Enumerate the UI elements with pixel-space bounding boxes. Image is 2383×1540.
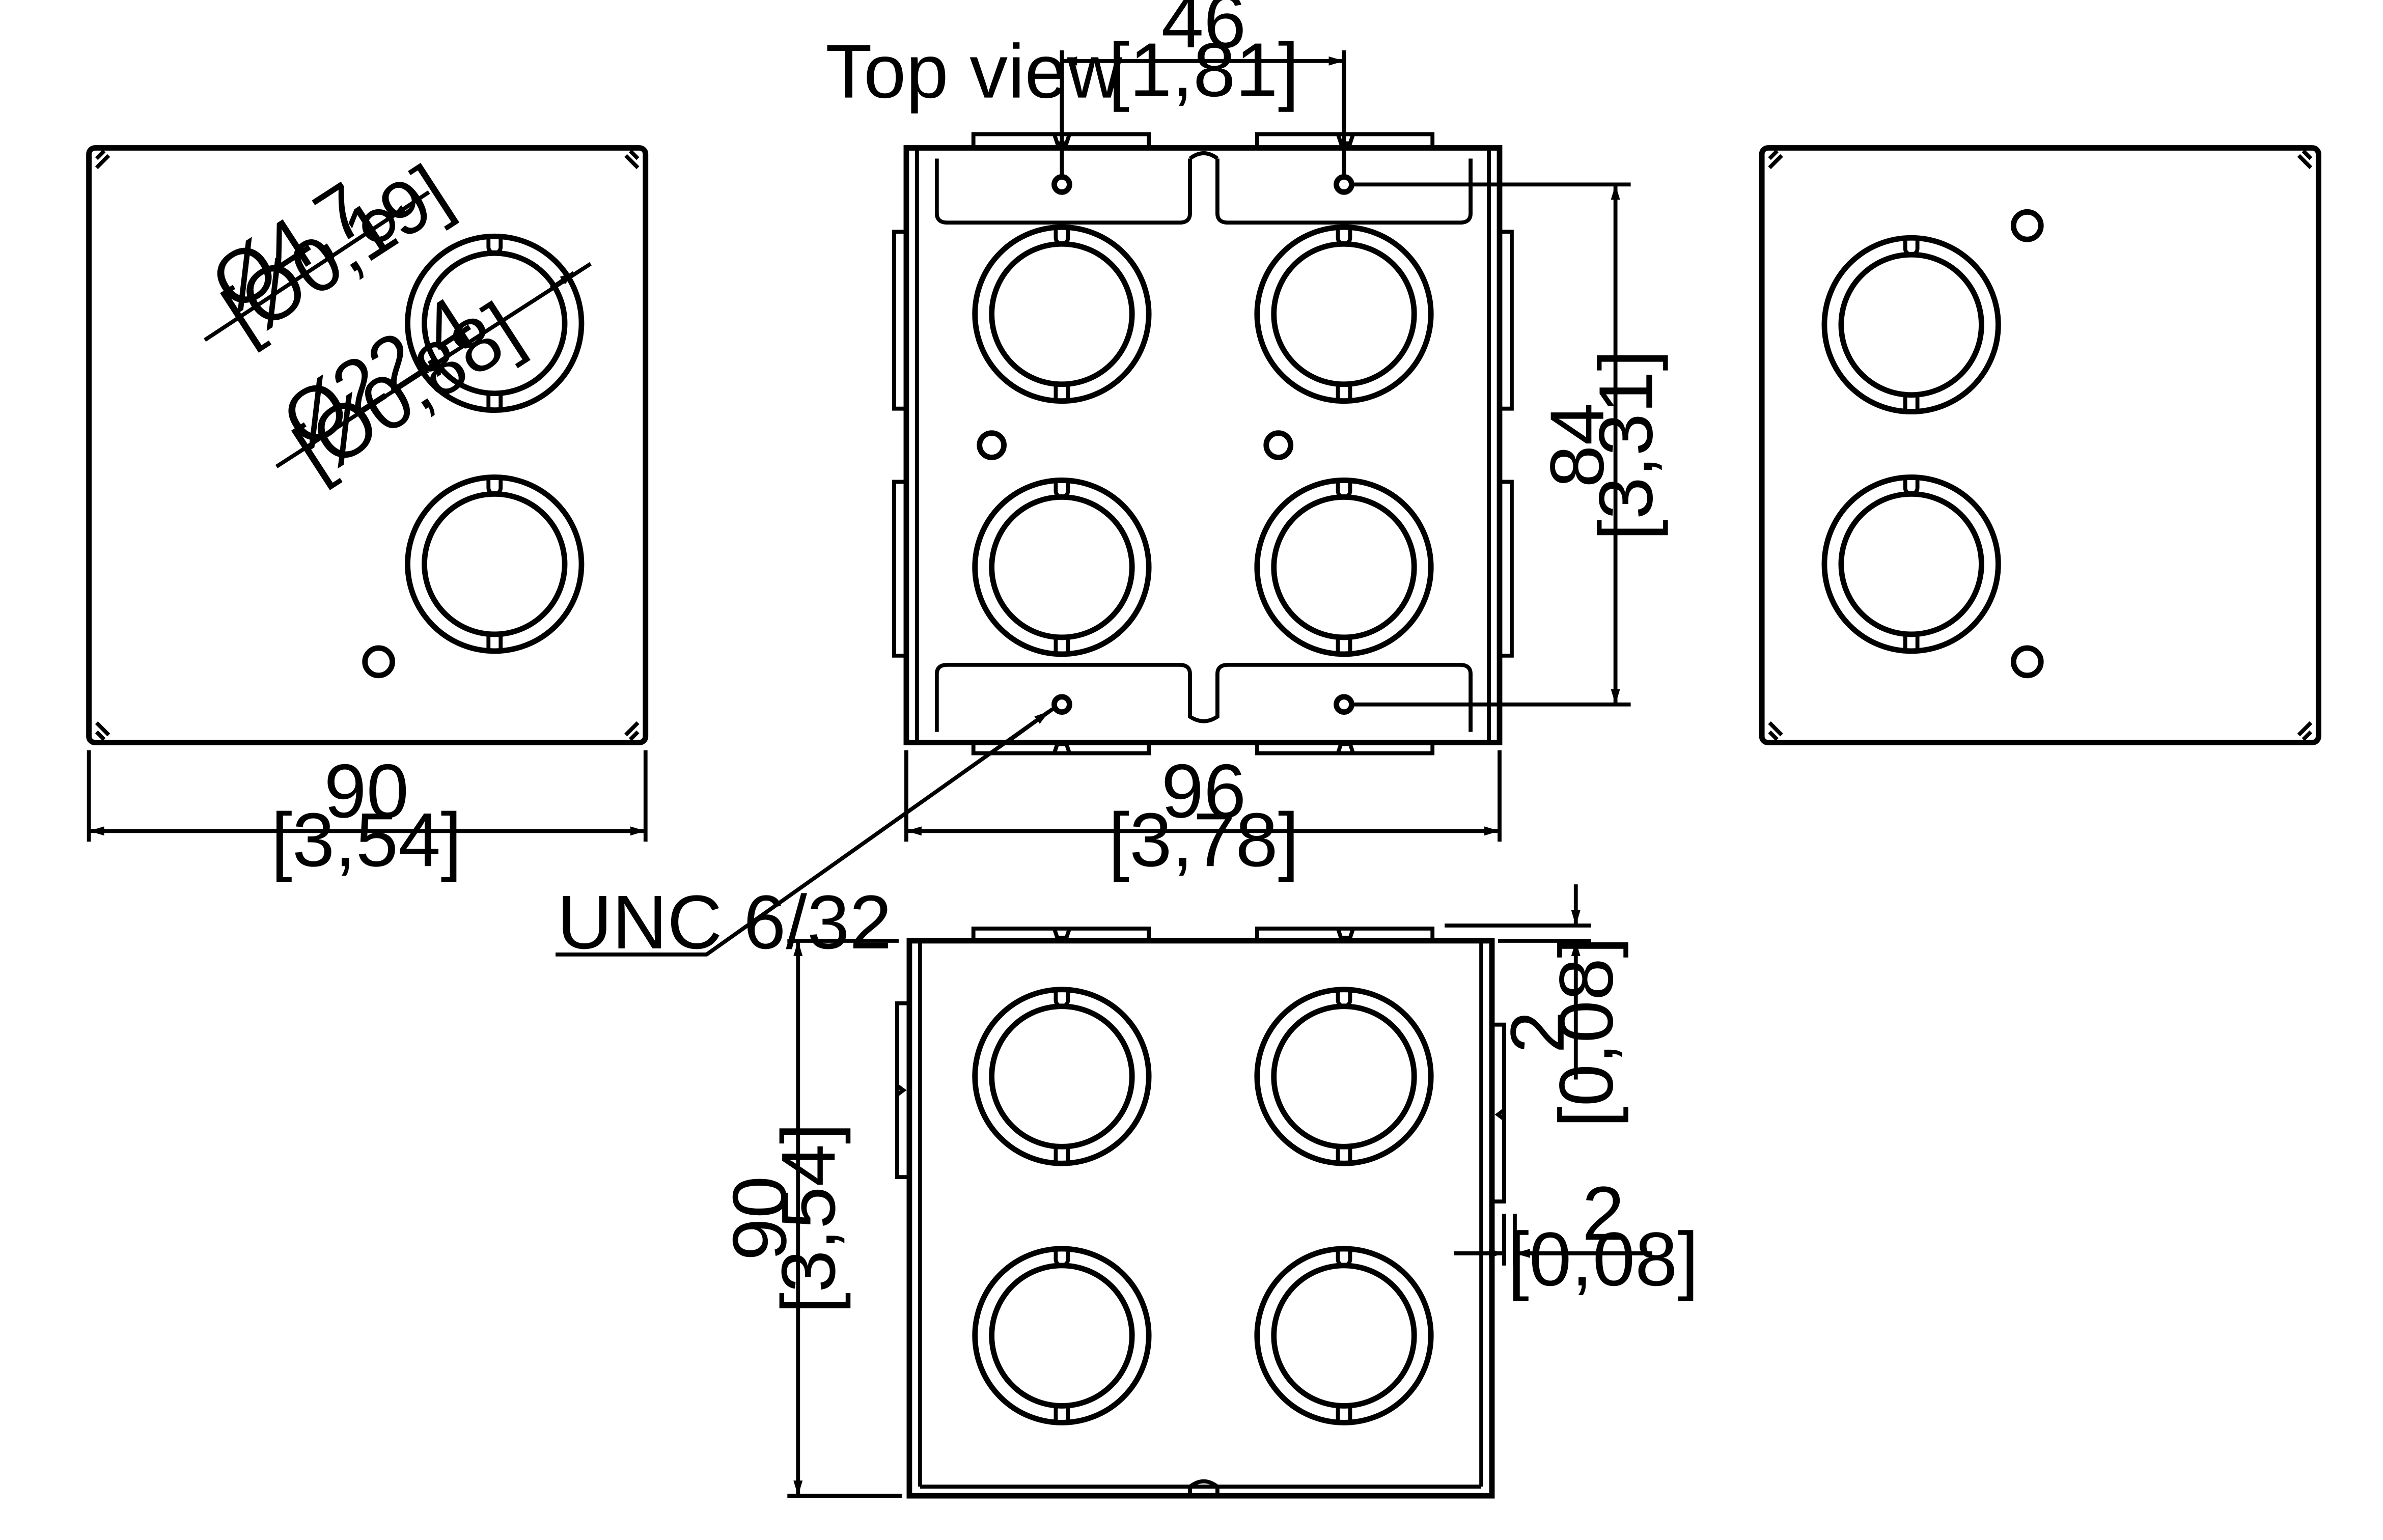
front-height-inch-label: [3,54] — [765, 1123, 851, 1314]
knockout-hole — [1257, 1249, 1431, 1422]
mounting-hole — [362, 645, 395, 679]
flange-side-inch-label: [0,08] — [1508, 1216, 1699, 1302]
knockout-hole — [975, 480, 1149, 654]
right-view — [1759, 145, 2321, 745]
top-width-inch-label: [3,78] — [1109, 797, 1299, 882]
threaded-hole — [1051, 694, 1072, 715]
front-view: 90 [3,54] 2 [0,08] 2 [0,08] — [716, 884, 1699, 1499]
knockout-hole — [975, 227, 1149, 401]
mounting-hole — [2010, 209, 2044, 242]
knockout-hole — [975, 990, 1149, 1163]
knockout-hole — [1824, 477, 1998, 651]
top-height-inch-label: [3,31] — [1583, 350, 1669, 541]
top-spacing-inch-label: [1,81] — [1109, 27, 1299, 113]
mounting-hole — [1263, 430, 1294, 460]
top-spacing-label: 46 — [1161, 0, 1246, 64]
left-width-inch-label: [3,54] — [271, 797, 462, 882]
threaded-hole — [1334, 174, 1354, 195]
top-height-label: 84 — [1534, 403, 1620, 488]
knockout-hole — [408, 477, 581, 651]
top-view-title: Top view — [825, 29, 1122, 114]
top-view: Top view — [556, 0, 1669, 965]
flange-top-inch-label: [0,08] — [1543, 937, 1629, 1128]
thread-label: UNC 6/32 — [557, 879, 892, 965]
knockout-hole — [1257, 227, 1431, 401]
threaded-hole — [1051, 174, 1072, 195]
flange-top-label: 2 — [1494, 1011, 1580, 1053]
left-width-label: 90 — [324, 748, 409, 833]
mounting-hole — [362, 209, 395, 242]
top-width-label: 96 — [1161, 748, 1246, 833]
mounting-hole — [2010, 645, 2044, 679]
knockout-hole — [975, 1249, 1149, 1422]
front-height-label: 90 — [716, 1176, 802, 1261]
mounting-hole — [977, 430, 1007, 460]
flange-side-label: 2 — [1582, 1170, 1624, 1256]
threaded-hole — [1334, 694, 1354, 715]
knockout-hole — [1257, 480, 1431, 654]
knockout-hole — [1824, 238, 1998, 411]
knockout-hole — [1257, 990, 1431, 1163]
left-view: Ø4,7 [Ø0,19] Ø22,4 [Ø0,88] 90 [3,54] — [86, 145, 649, 882]
